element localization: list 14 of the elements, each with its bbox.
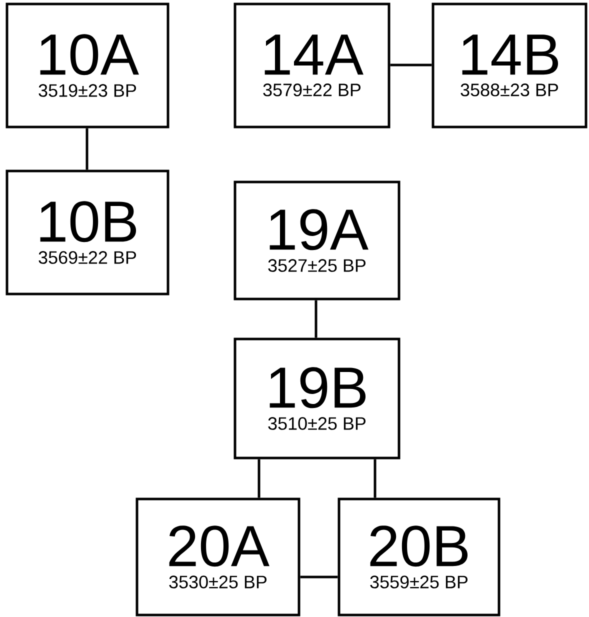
connector-line bbox=[86, 128, 88, 170]
sample-box: 10B 3569±22 BP bbox=[6, 170, 170, 296]
sample-box: 10A 3519±23 BP bbox=[6, 2, 170, 128]
connector-line bbox=[314, 300, 318, 338]
connector-line bbox=[390, 64, 432, 66]
sample-box: 19A 3527±25 BP bbox=[234, 180, 400, 300]
sample-box: 19B 3510±25 BP bbox=[234, 338, 400, 460]
connector-line bbox=[300, 576, 338, 578]
connector-line bbox=[374, 459, 376, 498]
sample-box: 20A 3530±25 BP bbox=[136, 498, 300, 616]
sample-box: 14B 3588±23 BP bbox=[432, 2, 588, 128]
sample-box: 14A 3579±22 BP bbox=[234, 2, 390, 128]
connector-line bbox=[258, 459, 260, 498]
sample-box: 20B 3559±25 BP bbox=[338, 498, 500, 616]
